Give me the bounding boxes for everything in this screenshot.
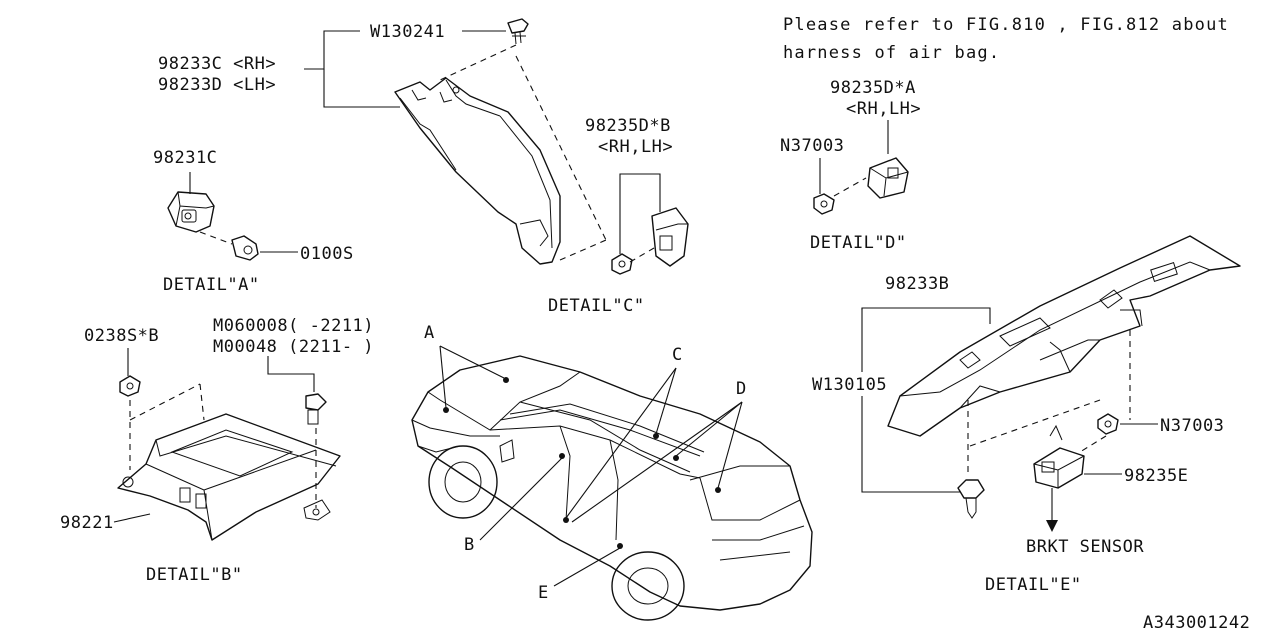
detail-c-sensor-group: 98235D*B <RH,LH> <box>585 116 689 275</box>
label-m00048: M00048 (2211- ) <box>213 337 374 357</box>
label-98233b: 98233B <box>885 274 949 294</box>
airbag-control-unit-98221 <box>117 413 341 541</box>
detail-a-caption: DETAIL"A" <box>163 275 260 295</box>
bolt-m060008-icon <box>305 393 327 425</box>
diagram-id: A343001242 <box>1143 613 1250 633</box>
label-98235da-side: <RH,LH> <box>846 99 921 119</box>
callout-a: A <box>424 323 435 343</box>
sensor-bracket-98233b <box>887 235 1241 437</box>
clip-w130105-icon <box>957 479 985 519</box>
side-impact-sensor-98235da <box>867 157 909 199</box>
label-w130241: W130241 <box>370 22 445 42</box>
harness-note-line1: Please refer to FIG.810 , FIG.812 about <box>783 15 1229 35</box>
clip-w130241-icon <box>507 18 529 45</box>
label-w130105: W130105 <box>812 375 887 395</box>
label-98233c: 98233C <RH> <box>158 54 276 74</box>
detail-e-caption: DETAIL"E" <box>985 575 1082 595</box>
front-impact-sensor-98231c <box>167 191 215 233</box>
nut-n37003-e-icon <box>1097 413 1119 435</box>
detail-c-curtain-bracket-group: W130241 98233C <RH> 98233D <LH> DETAIL"C… <box>158 18 645 316</box>
label-98231c: 98231C <box>153 148 217 168</box>
label-0238sb: 0238S*B <box>84 326 159 346</box>
nut-icon-detail-c <box>611 253 633 275</box>
label-98235db-side: <RH,LH> <box>598 137 673 157</box>
detail-b-group: 0238S*B M060008( -2211) M00048 (2211- ) <box>60 316 374 585</box>
label-brkt-sensor: BRKT SENSOR <box>1026 537 1144 557</box>
detail-b-caption: DETAIL"B" <box>146 565 243 585</box>
label-m060008: M060008( -2211) <box>213 316 374 336</box>
detail-c-caption: DETAIL"C" <box>548 296 645 316</box>
detail-d-group: 98235D*A <RH,LH> N37003 DETAIL"D" <box>780 78 921 253</box>
label-98235da: 98235D*A <box>830 78 916 98</box>
label-n37003-e: N37003 <box>1160 416 1224 436</box>
detail-a-group: 98231C 0100S DETAIL"A" <box>153 148 354 295</box>
callout-b: B <box>464 535 475 555</box>
label-98235e: 98235E <box>1124 466 1188 486</box>
detail-d-caption: DETAIL"D" <box>810 233 907 253</box>
side-impact-sensor-98235db <box>651 207 689 267</box>
bolt-0100s-icon <box>231 235 259 261</box>
label-98221: 98221 <box>60 513 114 533</box>
callout-e: E <box>538 583 549 603</box>
label-98233d: 98233D <LH> <box>158 75 276 95</box>
impact-sensor-98235e <box>1033 424 1085 489</box>
curtain-airbag-bracket <box>394 77 561 265</box>
nut-icon-detail-d <box>813 193 835 215</box>
harness-note-line2: harness of air bag. <box>783 43 1000 63</box>
detail-e-group: 98233B W130105 <box>812 235 1241 595</box>
callout-d: D <box>736 379 747 399</box>
callout-c: C <box>672 345 683 365</box>
nut-0238sb-icon <box>119 375 141 397</box>
vehicle-outline <box>411 355 813 621</box>
label-n37003-d: N37003 <box>780 136 844 156</box>
label-0100s: 0100S <box>300 244 354 264</box>
label-98235db: 98235D*B <box>585 116 671 136</box>
